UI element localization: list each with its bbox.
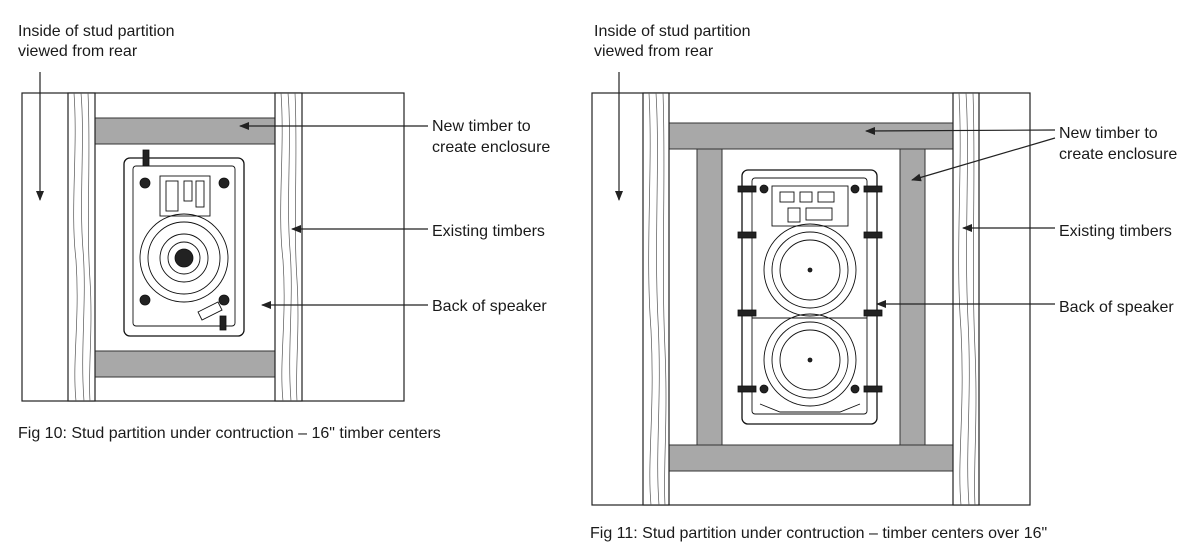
fig11-caption: Fig 11: Stud partition under contruction… [590, 525, 1047, 542]
fig11-new-timber-label-1: New timber to [1059, 125, 1158, 142]
fig10-existing-stud-right [274, 92, 303, 402]
fig11-existing-stud-right [952, 92, 980, 506]
fig11-speaker-back [737, 169, 883, 425]
fig11-new-timber-top [668, 122, 954, 150]
fig10-new-timber-label-2: create enclosure [432, 139, 550, 156]
fig11-new-timber-left [696, 148, 723, 446]
fig10-caption: Fig 10: Stud partition under contruction… [18, 425, 441, 442]
fig10-inside-label-1: Inside of stud partition [18, 23, 175, 40]
fig10-existing-stud-left [67, 92, 96, 402]
fig11-inside-label-1: Inside of stud partition [594, 23, 751, 40]
fig11-new-timber-arrow-top [865, 126, 1056, 135]
fig10-new-timber-top [94, 117, 276, 145]
fig11-new-timber-bottom [668, 444, 954, 472]
fig10-new-timber-bottom [94, 350, 276, 378]
fig10-existing-label: Existing timbers [432, 223, 545, 240]
fig11-new-timber-label-2: create enclosure [1059, 146, 1177, 163]
fig11-existing-stud-left [642, 92, 670, 506]
fig11-back-label: Back of speaker [1059, 299, 1174, 316]
fig11-partition-frame [591, 92, 1031, 506]
fig11-new-timber-arrow-side [911, 137, 1056, 182]
fig10-inside-label-2: viewed from rear [18, 43, 138, 60]
fig11-inside-label-2: viewed from rear [594, 43, 714, 60]
fig10-diagram: Inside of stud partition viewed from rea… [18, 23, 550, 442]
fig11-diagram: Inside of stud partition viewed from rea… [590, 23, 1177, 542]
fig10-new-timber-label-1: New timber to [432, 118, 531, 135]
fig10-speaker-back [123, 149, 245, 337]
fig11-existing-label: Existing timbers [1059, 223, 1172, 240]
fig10-partition-frame [21, 92, 405, 402]
fig10-back-label: Back of speaker [432, 298, 547, 315]
fig11-new-timber-right [899, 148, 926, 446]
